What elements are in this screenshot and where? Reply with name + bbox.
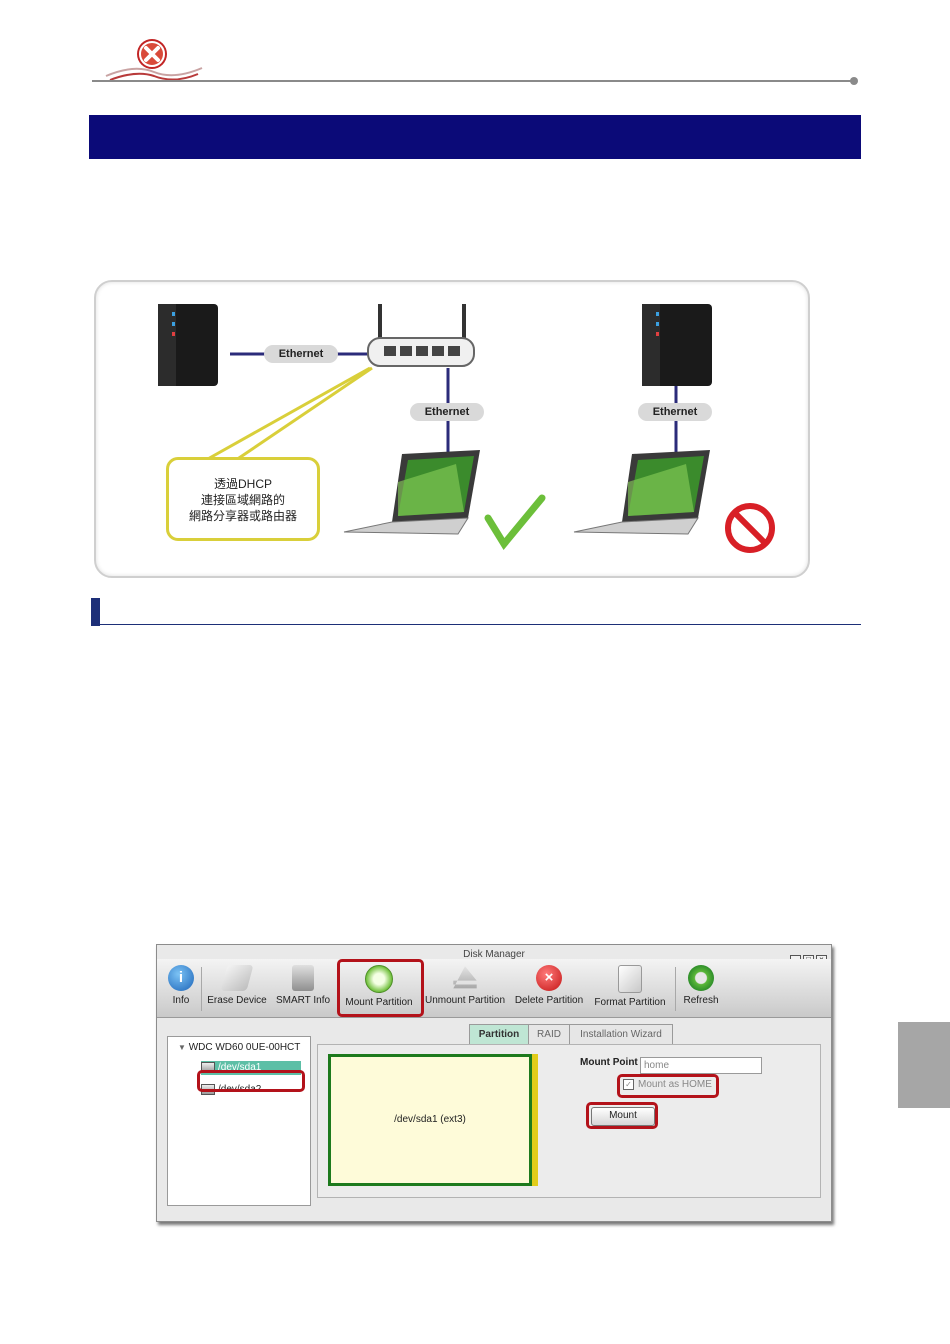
router-icon bbox=[367, 304, 475, 367]
partition-label: /dev/sda1 bbox=[218, 1062, 262, 1073]
tab-partition[interactable]: Partition bbox=[469, 1024, 529, 1046]
delete-partition-button[interactable]: × Delete Partition bbox=[513, 965, 585, 1006]
toolbar-label: Refresh bbox=[683, 995, 719, 1006]
chapter-side-tab bbox=[898, 1022, 950, 1108]
dhcp-callout: 透過DHCP 連接區域網路的 網路分享器或路由器 bbox=[166, 457, 320, 541]
partition-map-label: /dev/sda1 (ext3) bbox=[394, 1114, 466, 1125]
tab-raid[interactable]: RAID bbox=[528, 1024, 570, 1046]
highlight-mount-button bbox=[586, 1102, 658, 1129]
toolbar-label: SMART Info bbox=[275, 995, 331, 1006]
info-button[interactable]: i Info bbox=[167, 965, 195, 1006]
laptop-icon bbox=[573, 450, 710, 535]
smart-info-button[interactable]: SMART Info bbox=[275, 965, 331, 1006]
expand-triangle-icon[interactable]: ▼ bbox=[178, 1043, 186, 1052]
disk-manager-window: Disk Manager _□× i Info Erase Device SMA… bbox=[156, 944, 832, 1222]
header-rule-end bbox=[850, 77, 858, 85]
callout-line: 透過DHCP bbox=[213, 477, 272, 491]
eraser-icon bbox=[220, 965, 254, 991]
nas-device-icon bbox=[158, 304, 218, 386]
mount-button[interactable]: Mount bbox=[591, 1107, 655, 1126]
header-rule bbox=[92, 80, 856, 82]
device-tree: ▼ WDC WD60 0UE-00HCT /dev/sda1 /dev/sda2 bbox=[167, 1036, 311, 1206]
hard-disk-icon bbox=[292, 965, 314, 991]
toolbar: i Info Erase Device SMART Info Mount Par… bbox=[157, 959, 831, 1018]
toolbar-label: Mount Partition bbox=[345, 997, 413, 1008]
eject-icon bbox=[453, 966, 477, 989]
mount-point-label: Mount Point bbox=[580, 1057, 638, 1068]
section-heading-marker bbox=[91, 598, 100, 626]
network-diagram: Ethernet Ethernet Ethernet 透過DHCP 連接區域網路… bbox=[94, 280, 810, 578]
mount-as-home-checkbox[interactable]: ✓ Mount as HOME bbox=[623, 1079, 712, 1090]
mount-as-home-label: Mount as HOME bbox=[638, 1079, 712, 1091]
delete-icon: × bbox=[536, 965, 562, 991]
toolbar-label: Unmount Partition bbox=[424, 995, 506, 1006]
refresh-button[interactable]: Refresh bbox=[681, 965, 721, 1006]
callout-line: 網路分享器或路由器 bbox=[188, 509, 297, 523]
highlight-mount-partition bbox=[337, 959, 424, 1017]
toolbar-label: Erase Device bbox=[207, 995, 267, 1006]
mount-partition-button[interactable]: Mount Partition bbox=[343, 965, 415, 1008]
mount-icon bbox=[365, 965, 393, 993]
tree-disk[interactable]: ▼ WDC WD60 0UE-00HCT bbox=[178, 1042, 300, 1053]
ethernet-label: Ethernet bbox=[264, 345, 338, 363]
partition-map-free-strip bbox=[532, 1054, 538, 1186]
ethernet-label: Ethernet bbox=[638, 403, 712, 421]
partition-map-block[interactable]: /dev/sda1 (ext3) bbox=[328, 1054, 532, 1186]
window-title: Disk Manager bbox=[463, 949, 525, 960]
chapter-title-bar bbox=[89, 115, 861, 159]
format-partition-button[interactable]: Format Partition bbox=[593, 965, 667, 1008]
toolbar-label: Delete Partition bbox=[514, 995, 584, 1006]
refresh-icon bbox=[688, 965, 714, 991]
unmount-partition-button[interactable]: Unmount Partition bbox=[423, 965, 507, 1006]
toolbar-label: Format Partition bbox=[594, 997, 666, 1008]
ethernet-label: Ethernet bbox=[410, 403, 484, 421]
toolbar-label: Info bbox=[172, 995, 190, 1006]
toolbar-separator bbox=[675, 967, 676, 1011]
tab-installation-wizard[interactable]: Installation Wizard bbox=[569, 1024, 673, 1046]
brand-logo bbox=[104, 36, 204, 86]
callout-line: 連接區域網路的 bbox=[200, 493, 285, 507]
highlight-mount-as-home bbox=[617, 1074, 719, 1098]
info-icon: i bbox=[168, 965, 194, 991]
partition-panel: /dev/sda1 (ext3) Mount Point home ✓ Mount… bbox=[317, 1044, 821, 1198]
checkbox-checked-icon[interactable]: ✓ bbox=[623, 1079, 634, 1090]
check-mark-icon bbox=[484, 494, 546, 551]
nas-device-icon bbox=[642, 304, 712, 386]
mount-point-input[interactable]: home bbox=[640, 1057, 762, 1074]
disk-label: WDC WD60 0UE-00HCT bbox=[188, 1042, 301, 1053]
format-pen-icon bbox=[618, 965, 642, 993]
section-heading-rule bbox=[91, 624, 861, 625]
toolbar-separator bbox=[201, 967, 202, 1011]
highlight-sda1 bbox=[197, 1070, 305, 1092]
laptop-icon bbox=[343, 450, 480, 535]
erase-device-button[interactable]: Erase Device bbox=[205, 965, 269, 1006]
prohibited-icon bbox=[725, 503, 775, 553]
